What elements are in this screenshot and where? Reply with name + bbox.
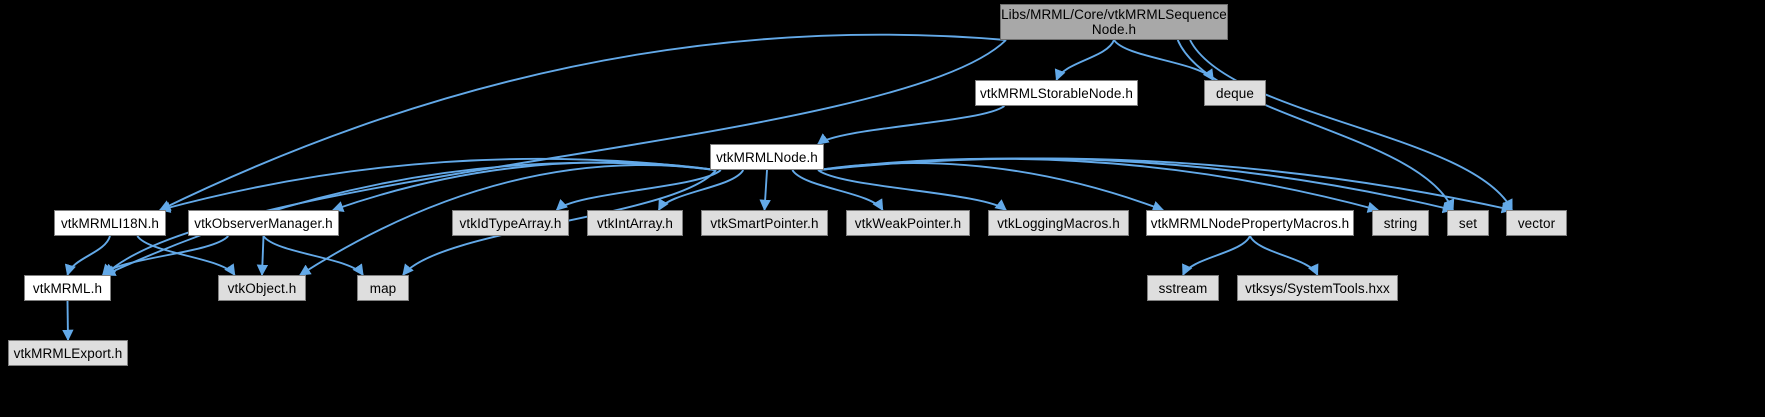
edge-mrmlnode-to-weakptr xyxy=(791,169,884,211)
graph-node-i18n[interactable]: vtkMRMLI18N.h xyxy=(54,210,166,236)
edge-i18n-to-mrmlh xyxy=(64,235,111,277)
graph-node-nodeprop[interactable]: vtkMRMLNodePropertyMacros.h xyxy=(1146,210,1354,236)
edge-mrmlnode-to-mrmlh xyxy=(103,161,717,276)
edge-mrmlnode-to-logging xyxy=(817,169,1007,211)
graph-node-set[interactable]: set xyxy=(1447,210,1489,236)
graph-node-mrmlh[interactable]: vtkMRML.h xyxy=(24,275,111,301)
graph-node-map[interactable]: map xyxy=(357,275,409,301)
edge-root-to-deque xyxy=(1113,39,1215,81)
edge-obsmgr-to-vtkobject xyxy=(256,235,269,277)
edge-root-to-storable xyxy=(1054,39,1115,82)
edge-mrmlnode-to-vtkobject xyxy=(299,164,717,276)
graph-node-vtkobject[interactable]: vtkObject.h xyxy=(218,275,306,301)
graph-node-vtksys[interactable]: vtksys/SystemTools.hxx xyxy=(1237,275,1398,301)
graph-node-root[interactable]: Libs/MRML/Core/vtkMRMLSequence Node.h xyxy=(1000,4,1228,40)
graph-node-sstream[interactable]: sstream xyxy=(1147,275,1219,301)
graph-node-mrmlexport[interactable]: vtkMRMLExport.h xyxy=(8,340,128,366)
edge-mrmlnode-to-smartptr xyxy=(759,169,771,212)
graph-node-string[interactable]: string xyxy=(1372,210,1429,236)
edge-mrmlh-to-mrmlexport xyxy=(62,300,74,342)
graph-node-weakptr[interactable]: vtkWeakPointer.h xyxy=(846,210,970,236)
edge-mrmlnode-to-intarray xyxy=(657,169,745,211)
graph-node-idtype[interactable]: vtkIdTypeArray.h xyxy=(452,210,569,236)
graph-node-vector[interactable]: vector xyxy=(1506,210,1567,236)
edge-nodeprop-to-sstream xyxy=(1182,235,1251,277)
graph-node-smartptr[interactable]: vtkSmartPointer.h xyxy=(701,210,828,236)
edge-root-to-set xyxy=(1176,39,1455,212)
graph-node-obsmgr[interactable]: vtkObserverManager.h xyxy=(188,210,339,236)
edge-root-to-vector xyxy=(1189,39,1513,212)
edge-storable-to-mrmlnode xyxy=(817,105,1005,145)
graph-node-logging[interactable]: vtkLoggingMacros.h xyxy=(988,210,1129,236)
graph-node-deque[interactable]: deque xyxy=(1204,80,1266,106)
edge-root-to-mrmlh xyxy=(104,39,1007,276)
graph-node-storable[interactable]: vtkMRMLStorableNode.h xyxy=(975,80,1138,106)
edge-mrmlnode-to-vector xyxy=(817,157,1514,214)
graph-node-mrmlnode[interactable]: vtkMRMLNode.h xyxy=(710,144,824,170)
edge-obsmgr-to-map xyxy=(262,235,364,276)
edge-i18n-to-vtkobject xyxy=(136,235,236,276)
edge-obsmgr-to-mrmlh xyxy=(102,235,229,276)
edge-root-to-i18n xyxy=(158,33,1007,211)
edge-mrmlnode-to-string xyxy=(817,157,1380,213)
graph-node-intarray[interactable]: vtkIntArray.h xyxy=(587,210,683,236)
edge-mrmlnode-to-i18n xyxy=(158,157,717,213)
edge-nodeprop-to-vtksys xyxy=(1249,235,1319,277)
